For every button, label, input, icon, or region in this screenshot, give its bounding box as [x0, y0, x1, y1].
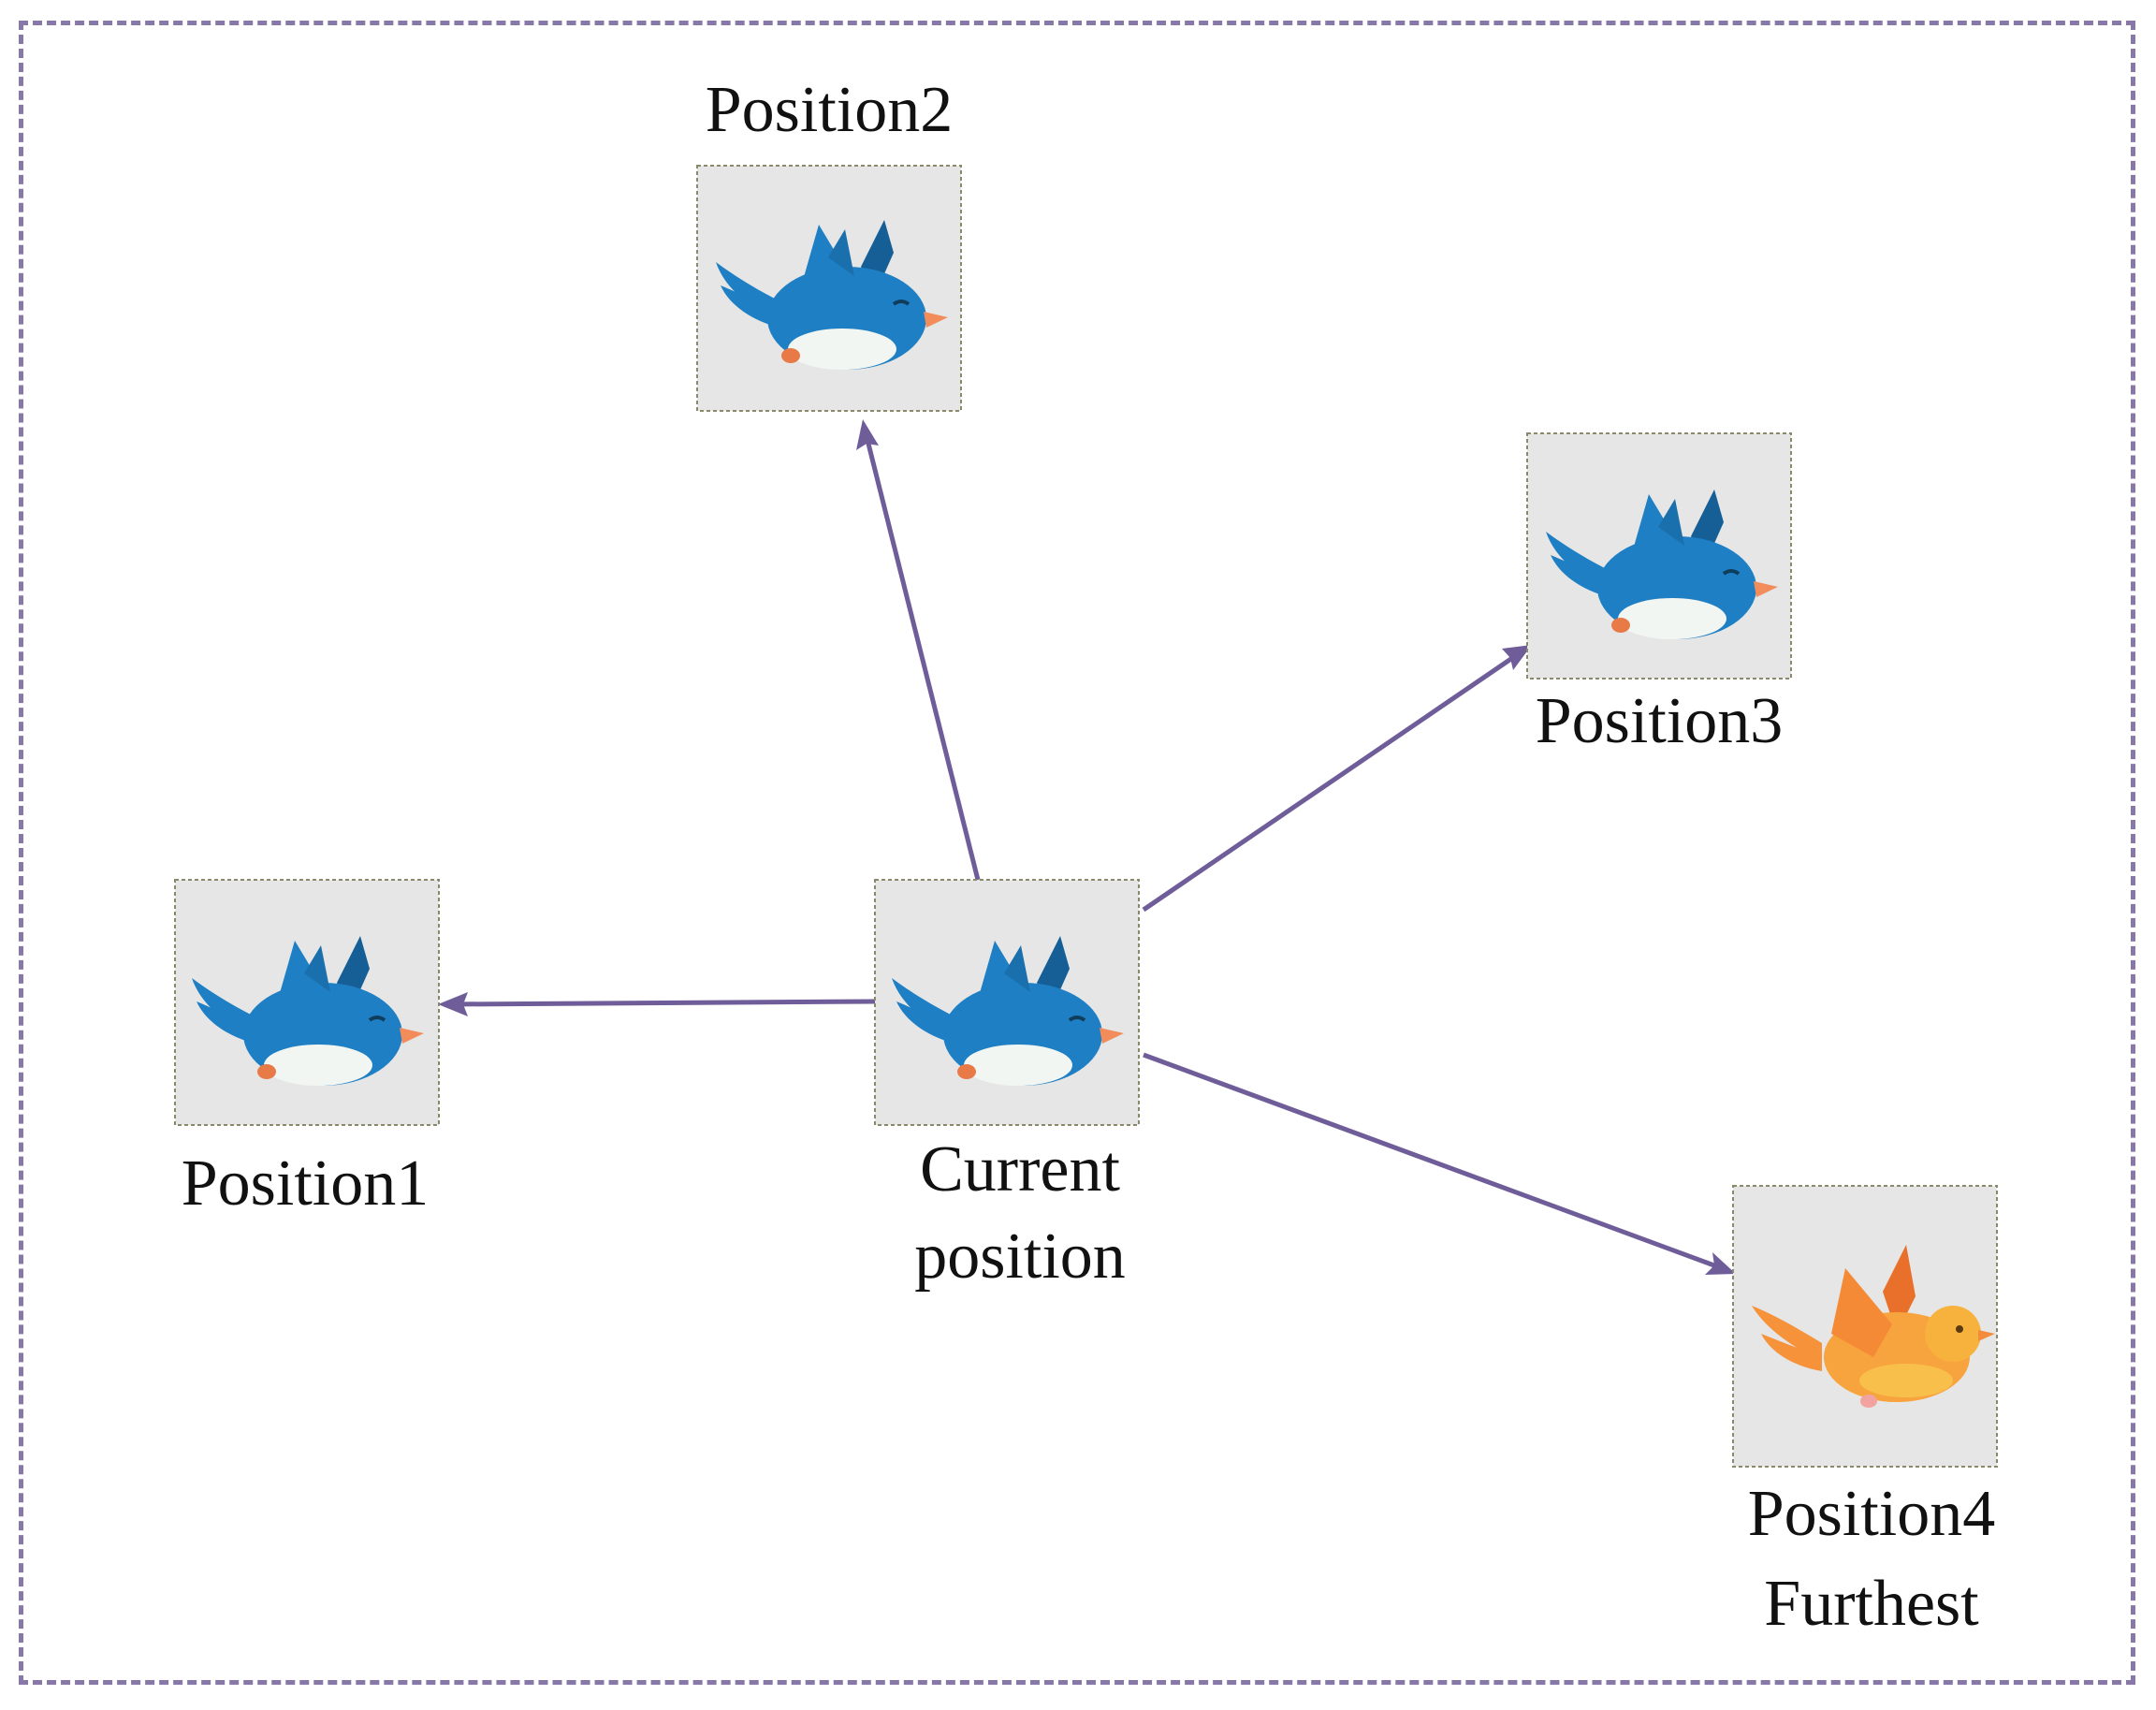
node-position1: Position1: [174, 879, 440, 1220]
node-label-current-line1: Current: [920, 1133, 1120, 1206]
edge-current-to-position3: [1142, 645, 1532, 913]
diagram-frame: [19, 21, 2135, 1685]
arrowhead-icon: [1705, 1252, 1736, 1275]
node-label-position1: Position1: [182, 1147, 430, 1220]
node-label-position4-line1: Position4: [1748, 1478, 1996, 1550]
arrowhead-icon: [1502, 645, 1532, 670]
node-position4: Position4 Furthest: [1732, 1185, 1998, 1640]
node-label-current-line2: position: [914, 1220, 1126, 1293]
edge-current-to-position2: [856, 419, 981, 881]
arrowhead-icon: [856, 419, 879, 450]
node-label-position4-line2: Furthest: [1764, 1568, 1979, 1640]
node-label-position3: Position3: [1536, 685, 1784, 757]
edge-current-to-position1: [438, 992, 876, 1016]
node-position3: Position3: [1526, 432, 1792, 757]
node-current-position: Current position: [874, 879, 1140, 1293]
node-label-position2: Position2: [706, 74, 954, 146]
node-position2: Position2: [696, 74, 962, 412]
arrowhead-icon: [438, 992, 468, 1016]
edge-current-to-position4: [1143, 1052, 1736, 1275]
